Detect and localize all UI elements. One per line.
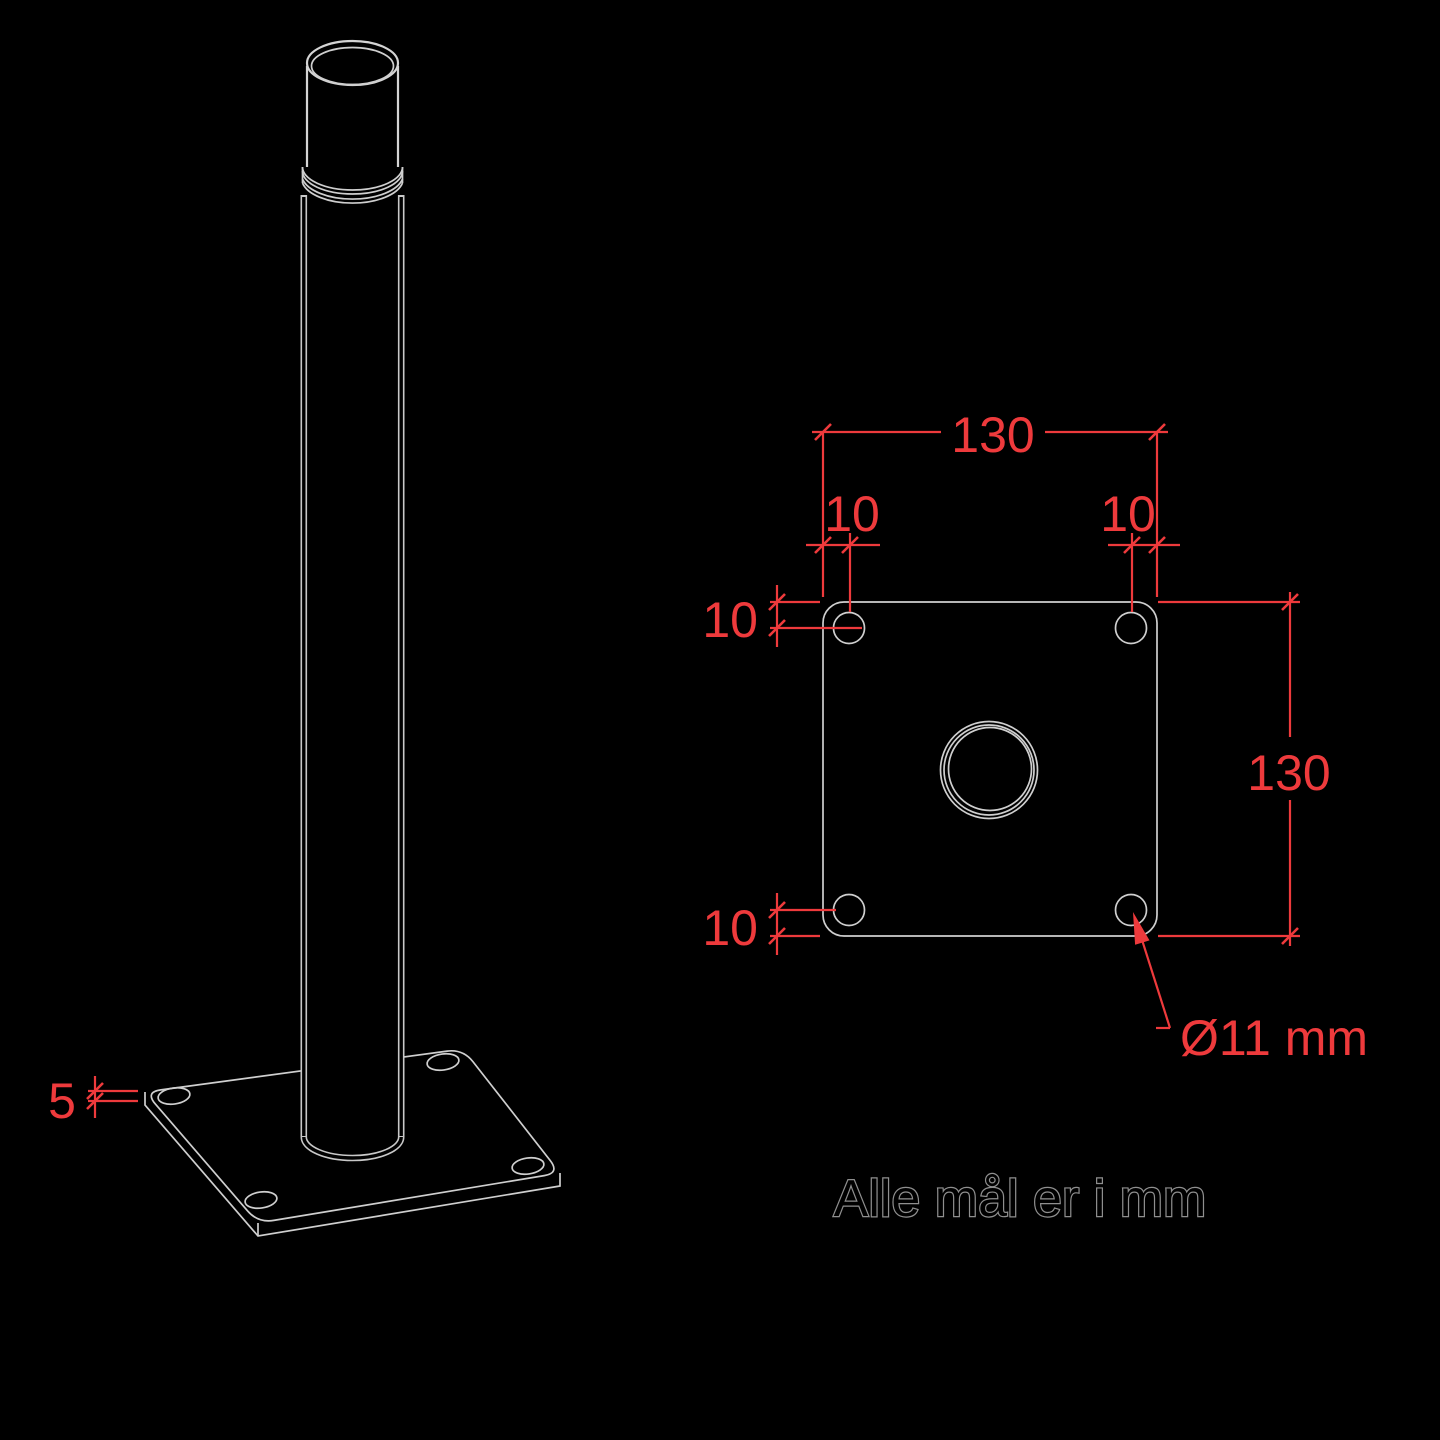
units-note: Alle mål er i mm [834,1170,1207,1228]
hole-offset-top-left-label: 10 [824,486,880,542]
base-plate-hole [426,1052,460,1072]
height-dimension [1158,592,1300,946]
top-view-corner-hole [1114,611,1148,645]
base-plate-hole [511,1156,545,1176]
thickness-dimension [86,1076,138,1118]
top-view-plate-outline [822,601,1158,937]
pole-top-opening [305,39,400,167]
top-view-center-hole [939,720,1039,820]
hole-offset-dimension-top-right [1108,533,1180,612]
hole-offset-dimension-top-left [806,533,880,612]
hole-diameter-arrow [1133,912,1150,945]
thickness-dimension-label: 5 [48,1073,76,1129]
pole-collar [301,166,404,204]
isometric-view [144,39,561,1237]
top-view-corner-hole [832,893,866,927]
hole-offset-top-right-label: 10 [1100,486,1156,542]
base-plate-top-face [150,1049,555,1222]
hole-offset-dimension-left-upper [768,585,862,647]
top-view-corner-hole [1114,893,1148,927]
width-dimension [812,423,1168,597]
hole-offset-left-upper-label: 10 [702,592,758,648]
pole-silhouette-fill [302,41,403,1158]
hole-offset-dimension-left-lower [768,893,836,955]
hole-diameter-label: Ø11 mm [1180,1010,1368,1066]
top-view [822,601,1158,937]
height-dimension-label: 130 [1247,745,1330,801]
base-plate-hole [157,1086,191,1106]
width-dimension-label: 130 [951,407,1034,463]
hole-offset-left-lower-label: 10 [702,900,758,956]
base-plate-hole [244,1190,278,1210]
pole-outline [300,195,405,1162]
